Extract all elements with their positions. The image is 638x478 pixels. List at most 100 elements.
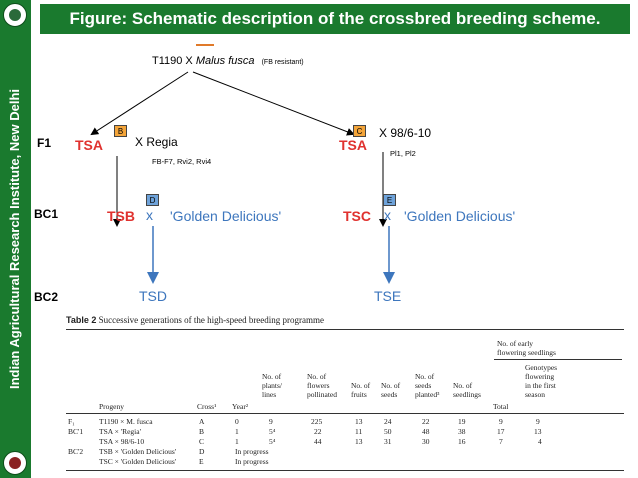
header-cross: Cross¹ bbox=[197, 402, 217, 411]
header-genotypes-4: season bbox=[525, 390, 545, 399]
parent2-label: Malus fusca bbox=[195, 55, 255, 67]
generation-f1-label: F1 bbox=[37, 136, 52, 150]
header-flowers-3: pollinated bbox=[307, 390, 337, 399]
generations-table: Table 2 Successive generations of the hi… bbox=[66, 315, 626, 475]
row1-progeny: T1190 × M. fusca bbox=[99, 417, 153, 426]
row2-plants: 5⁴ bbox=[269, 427, 276, 436]
generation-bc1-label: BC1 bbox=[34, 207, 59, 221]
row1-total: 9 bbox=[499, 417, 503, 426]
row1-gen: F₁ bbox=[68, 417, 75, 426]
header-flowers-1: No. of bbox=[307, 372, 327, 381]
row3-flowers: 44 bbox=[314, 437, 322, 446]
header-progeny: Progeny bbox=[99, 402, 124, 411]
row1-seedlings: 19 bbox=[458, 417, 466, 426]
row5-year: In progress bbox=[235, 457, 269, 466]
row4-progeny: TSB × 'Golden Delicious' bbox=[99, 447, 177, 456]
row2-fruits: 11 bbox=[355, 427, 363, 436]
row3-seeds: 31 bbox=[384, 437, 392, 446]
group-rule bbox=[494, 359, 622, 360]
row2-total: 17 bbox=[497, 427, 505, 436]
row5-progeny: TSC × 'Golden Delicious' bbox=[99, 457, 177, 466]
row2-year: 1 bbox=[235, 427, 239, 436]
header-planted-3: planted³ bbox=[415, 390, 440, 399]
header-seeds-1: No. of bbox=[381, 381, 401, 390]
header-genotypes-1: Genotypes bbox=[525, 363, 558, 372]
orange-accent bbox=[196, 44, 214, 46]
row2-cross: B bbox=[199, 427, 205, 436]
bc1-left-x: x bbox=[146, 207, 153, 223]
header-genotypes-2: flowering bbox=[525, 372, 555, 381]
box-b: B bbox=[114, 125, 127, 137]
row2-seedlings: 38 bbox=[458, 427, 466, 436]
bc2-right-node: TSE bbox=[374, 288, 402, 304]
row4-gen: BC'2 bbox=[68, 447, 84, 456]
row1-seeds: 24 bbox=[384, 417, 392, 426]
f1-right-cross: X 98/6-10 bbox=[379, 126, 432, 140]
bc1-right-x: x bbox=[384, 207, 391, 223]
bc1-right-partner: 'Golden Delicious' bbox=[404, 208, 516, 224]
table-top-rule bbox=[66, 329, 624, 330]
row3-cross: C bbox=[199, 437, 205, 446]
parental-cross: T1190 X Malus fusca (FB resistant) bbox=[152, 55, 304, 67]
row3-seedlings: 16 bbox=[458, 437, 466, 446]
header-planted-1: No. of bbox=[415, 372, 435, 381]
row2-seeds: 50 bbox=[384, 427, 392, 436]
row1-planted: 22 bbox=[422, 417, 430, 426]
row2-flowers: 22 bbox=[314, 427, 322, 436]
table-label: Table 2 bbox=[66, 315, 97, 325]
header-seeds-2: seeds bbox=[381, 390, 398, 399]
header-plants-1: No. of bbox=[262, 372, 282, 381]
row2-genotypes: 13 bbox=[534, 427, 542, 436]
f1-right-node: TSA bbox=[339, 137, 367, 153]
header-year: Year² bbox=[232, 402, 249, 411]
header-total: Total bbox=[493, 402, 509, 411]
header-flowers-2: flowers bbox=[307, 381, 330, 390]
bc1-left-partner: 'Golden Delicious' bbox=[170, 208, 282, 224]
cross-to-right-f1-arrow bbox=[192, 71, 355, 136]
row3-fruits: 13 bbox=[355, 437, 363, 446]
header-seedlings-1: No. of bbox=[453, 381, 473, 390]
generation-bc2-label: BC2 bbox=[34, 290, 59, 304]
bc1-left-node: TSB bbox=[107, 208, 135, 224]
header-fruits-1: No. of bbox=[351, 381, 371, 390]
row3-progeny: TSA × 98/6-10 bbox=[99, 437, 145, 446]
parent2-note: (FB resistant) bbox=[261, 59, 304, 66]
header-planted-2: seeds bbox=[415, 381, 432, 390]
header-early-1: No. of early bbox=[497, 339, 534, 348]
row1-flowers: 225 bbox=[311, 417, 323, 426]
box-c: C bbox=[353, 125, 366, 137]
emblem-logo-icon bbox=[3, 451, 27, 475]
f1-left-cross: X Regia bbox=[135, 135, 178, 149]
bc1-right-node: TSC bbox=[343, 208, 371, 224]
row1-genotypes: 9 bbox=[536, 417, 540, 426]
row3-plants: 5⁴ bbox=[269, 437, 276, 446]
parent1-label: T1190 X bbox=[152, 55, 196, 67]
row2-gen: BC'1 bbox=[68, 427, 84, 436]
slide-title: Figure: Schematic description of the cro… bbox=[40, 4, 630, 34]
row1-year: 0 bbox=[235, 417, 239, 426]
header-seedlings-2: seedlings bbox=[453, 390, 481, 399]
header-genotypes-3: in the first bbox=[525, 381, 556, 390]
row4-year: In progress bbox=[235, 447, 269, 456]
cross-to-left-f1-arrow bbox=[90, 71, 189, 136]
row3-year: 1 bbox=[235, 437, 239, 446]
header-early-2: flowering seedlings bbox=[497, 348, 556, 357]
table-caption: Successive generations of the high-speed… bbox=[98, 315, 325, 325]
box-e: E bbox=[383, 194, 396, 206]
f1-left-node: TSA bbox=[75, 137, 103, 153]
row2-planted: 48 bbox=[422, 427, 430, 436]
header-plants-3: lines bbox=[262, 390, 277, 399]
row1-fruits: 13 bbox=[355, 417, 363, 426]
f1-left-markers: FB-F7, Rvi2, Rvi4 bbox=[152, 157, 212, 166]
row1-cross: A bbox=[199, 417, 205, 426]
institute-sidebar: Indian Agricultural Research Institute, … bbox=[0, 0, 31, 478]
box-d: D bbox=[146, 194, 159, 206]
f1-right-markers: Pl1, Pl2 bbox=[390, 149, 416, 158]
row2-progeny: TSA × 'Regia' bbox=[99, 427, 141, 436]
table-title: Table 2 Successive generations of the hi… bbox=[66, 315, 324, 325]
header-fruits-2: fruits bbox=[351, 390, 367, 399]
row3-genotypes: 4 bbox=[538, 437, 542, 446]
bc2-left-node: TSD bbox=[139, 288, 167, 304]
row3-planted: 30 bbox=[422, 437, 430, 446]
